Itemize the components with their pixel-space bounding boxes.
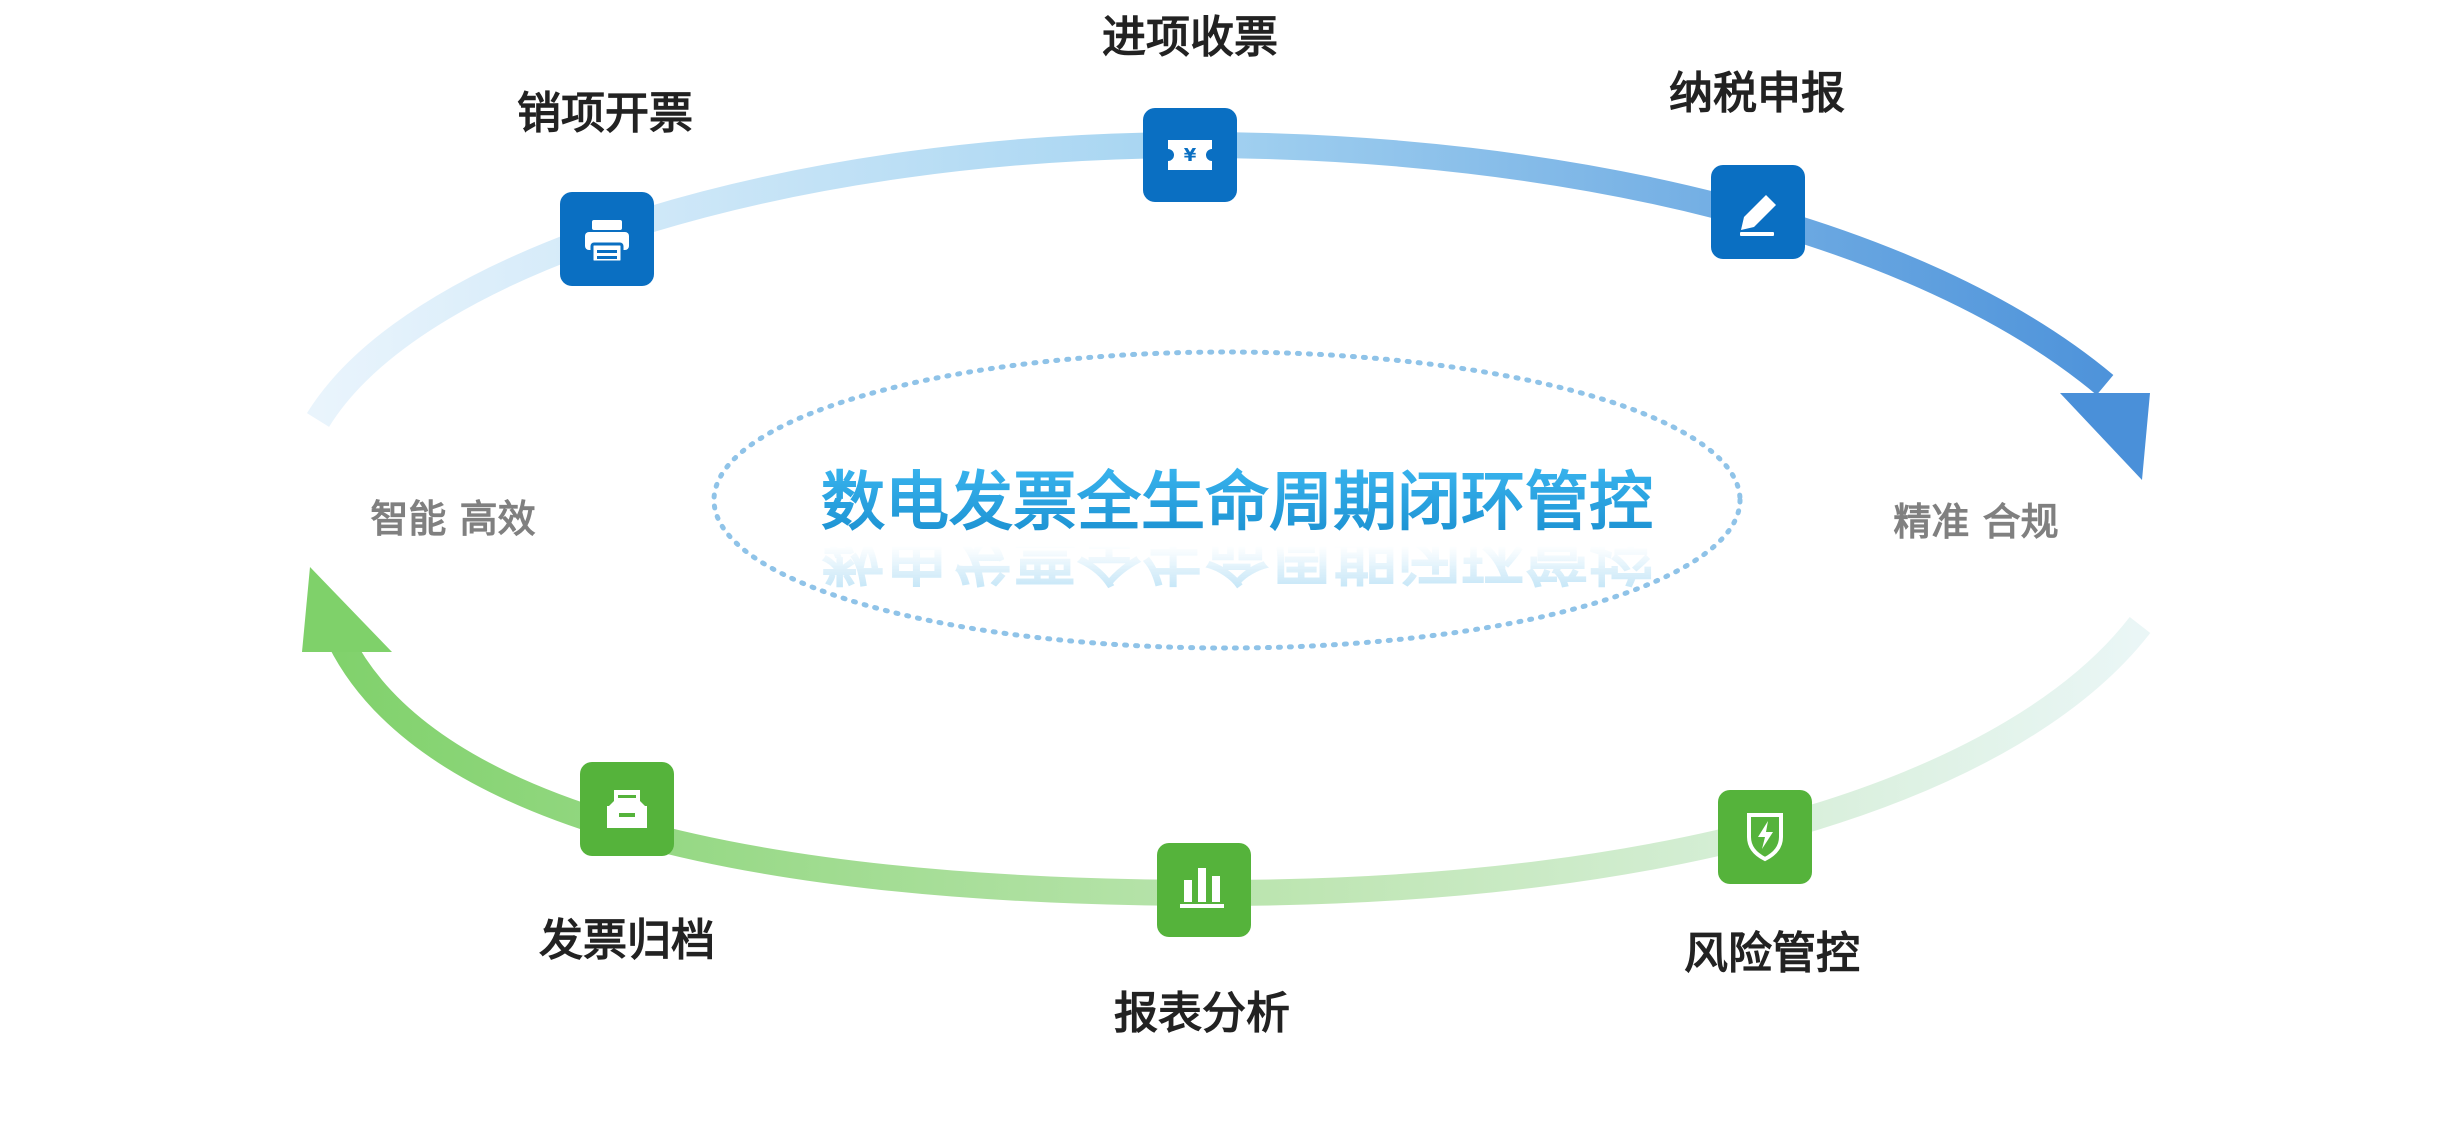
side-label-left: 智能 高效 [370,497,535,541]
node-label: 发票归档 [539,915,715,966]
node-sales-invoicing[interactable]: 销项开票 [517,88,693,286]
center-dotted-ellipse [711,349,1743,651]
node-label: 风险管控 [1684,928,1860,979]
printer-icon [585,220,629,264]
node-input-receipt[interactable]: ¥ 进项收票 [1102,12,1278,202]
node-label: 纳税申报 [1669,68,1845,119]
node-label: 进项收票 [1102,12,1278,63]
pencil-icon [1740,195,1776,236]
side-label-right: 精准 合规 [1893,500,2058,544]
bar-chart-icon [1180,868,1224,908]
ticket-yen-icon: ¥ [1168,140,1212,170]
svg-text:¥: ¥ [1184,145,1197,166]
node-report-analysis[interactable]: 报表分析 [1114,843,1290,1039]
node-label: 销项开票 [517,88,693,139]
node-invoice-archive[interactable]: 发票归档 [539,762,715,966]
upper-arrow-head [2060,393,2150,480]
node-tax-filing[interactable]: 纳税申报 [1669,68,1845,259]
node-label: 报表分析 [1114,988,1290,1039]
lower-arrow-head [302,567,392,652]
diagram-title: 数电发票全生命周期闭环管控 [821,466,1653,540]
shield-bolt-icon [1747,813,1783,862]
archive-tray-icon [607,790,647,828]
diagram-title-reflection: 数电发票全生命周期闭环管控 [821,516,1653,590]
node-risk-control[interactable]: 风险管控 [1684,790,1860,979]
